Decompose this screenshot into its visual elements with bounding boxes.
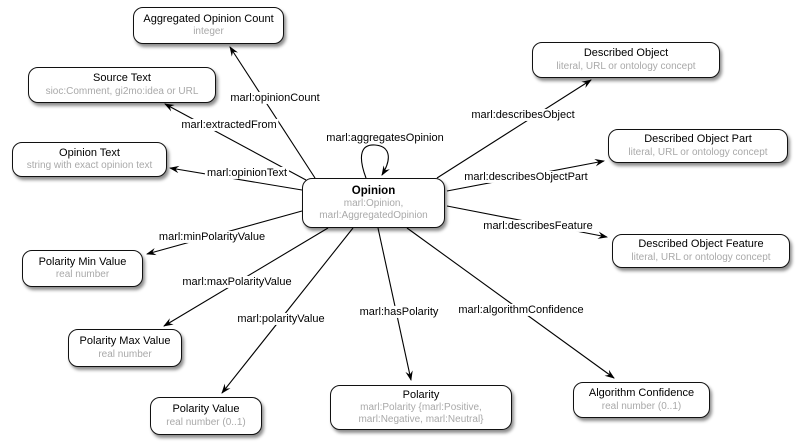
node-opinion-text: Opinion Text string with exact opinion t…	[12, 142, 167, 177]
edge-label-max-polarity-value: marl:maxPolarityValue	[180, 275, 294, 289]
node-title: Described Object	[583, 47, 669, 60]
node-algorithm-confidence: Algorithm Confidence real number (0..1)	[573, 382, 710, 418]
edge-label-describes-object: marl:describesObject	[469, 108, 577, 122]
node-title: Source Text	[93, 72, 151, 85]
edge-polarity-value	[221, 227, 354, 394]
node-polarity-value: Polarity Value real number (0..1)	[150, 397, 262, 435]
node-described-object: Described Object literal, URL or ontolog…	[532, 42, 720, 78]
edge-describes-object	[436, 79, 592, 179]
edge-has-polarity	[377, 227, 413, 381]
node-subtitle: marl:Polarity {marl:Positive, marl:Negat…	[358, 402, 484, 426]
node-title: Polarity	[402, 388, 440, 401]
node-subtitle: real number	[55, 269, 110, 281]
edge-label-opinion-text: marl:opinionText	[204, 166, 290, 180]
edge-label-has-polarity: marl:hasPolarity	[357, 305, 441, 319]
node-title: Polarity Min Value	[38, 255, 127, 268]
node-title: Polarity Max Value	[79, 335, 171, 348]
node-opinion: Opinion marl:Opinion, marl:AggregatedOpi…	[302, 178, 445, 228]
edge-label-min-polarity-value: marl:minPolarityValue	[156, 230, 268, 244]
edge-label-aggregates-opinion: marl:aggregatesOpinion	[324, 131, 446, 145]
node-subtitle: integer	[193, 26, 224, 38]
edge-label-algorithm-confidence: marl:algorithmConfidence	[456, 303, 586, 317]
node-polarity-min-value: Polarity Min Value real number	[22, 250, 143, 287]
node-polarity-max-value: Polarity Max Value real number	[68, 329, 182, 367]
node-subtitle: string with exact opinion text	[26, 160, 153, 172]
node-subtitle: literal, URL or ontology concept	[628, 146, 768, 158]
node-subtitle: sioc:Comment, gi2mo:idea or URL	[45, 85, 199, 97]
node-source-text: Source Text sioc:Comment, gi2mo:idea or …	[28, 67, 216, 103]
edge-label-extracted-from: marl:extractedFrom	[179, 118, 279, 132]
node-subtitle: marl:Opinion, marl:AggregatedOpinion	[319, 198, 428, 222]
edge-label-opinion-count: marl:opinionCount	[228, 91, 322, 105]
node-title: Described Object Feature	[638, 238, 764, 251]
node-described-object-feature: Described Object Feature literal, URL or…	[612, 234, 790, 268]
edge-label-describes-object-part: marl:describesObjectPart	[462, 170, 590, 184]
node-title: Described Object Part	[644, 133, 752, 146]
node-subtitle: literal, URL or ontology concept	[631, 251, 771, 263]
edge-algorithm-confidence	[406, 227, 615, 379]
edge-aggregates-opinion-loop	[360, 144, 390, 179]
node-title: Opinion	[351, 184, 396, 197]
node-title: Opinion Text	[59, 146, 120, 159]
edge-label-describes-feature: marl:describesFeature	[481, 219, 595, 233]
node-aggregated-opinion-count: Aggregated Opinion Count integer	[133, 7, 284, 44]
node-subtitle: literal, URL or ontology concept	[556, 60, 696, 72]
edge-opinion-count	[229, 46, 316, 179]
node-polarity: Polarity marl:Polarity {marl:Positive, m…	[330, 385, 512, 430]
node-subtitle: real number (0..1)	[601, 400, 682, 412]
node-title: Aggregated Opinion Count	[143, 12, 274, 25]
node-described-object-part: Described Object Part literal, URL or on…	[608, 129, 788, 163]
edge-label-polarity-value: marl:polarityValue	[235, 312, 327, 326]
node-title: Polarity Value	[172, 403, 240, 416]
node-subtitle: real number (0..1)	[166, 416, 246, 428]
node-title: Algorithm Confidence	[588, 387, 695, 400]
node-subtitle: real number	[98, 348, 152, 360]
